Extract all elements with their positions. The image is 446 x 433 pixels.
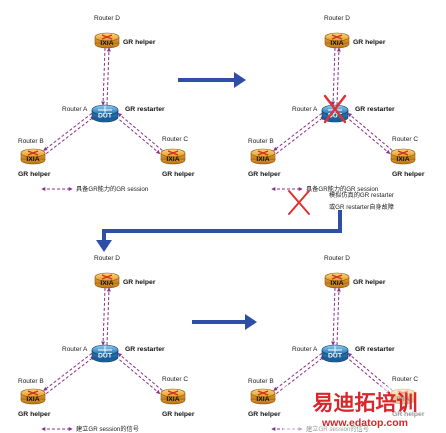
arrow-right-bottom (192, 314, 257, 330)
router-a: DUT (91, 104, 119, 123)
ixia-label: IXIA (166, 396, 179, 403)
dut-label: DUT (328, 113, 343, 120)
router-c-label: Router C (162, 376, 188, 383)
note-line-1: 模拟仿真的GR restarter (329, 191, 394, 199)
gr-helper-c-label: GR helper (392, 171, 425, 178)
router-c: IXIA (390, 148, 416, 165)
router-d-label: Router D (94, 15, 120, 22)
gr-helper-d-label: GR helper (123, 39, 156, 46)
router-d: IXIA (94, 272, 120, 289)
ixia-label: IXIA (100, 280, 113, 287)
router-c-label: Router C (162, 136, 188, 143)
router-c-label: Router C (392, 376, 418, 383)
arrow-right-top (178, 72, 246, 88)
ixia-label: IXIA (396, 156, 409, 163)
gr-helper-d-label: GR helper (353, 39, 386, 46)
legend-text: 具备GR能力的GR session (76, 185, 149, 193)
ixia-label: IXIA (26, 396, 39, 403)
ixia-label: IXIA (100, 40, 113, 47)
gr-helper-d-label: GR helper (123, 279, 156, 286)
legend-text: 建立GR session的信号 (76, 425, 139, 433)
watermark: 易迪拓培训 www.edatop.com (283, 386, 441, 431)
router-b-label: Router B (248, 138, 274, 145)
router-d-label: Router D (324, 255, 350, 262)
gr-restarter-label: GR restarter (355, 106, 395, 113)
router-c: IXIA (160, 148, 186, 165)
router-c-label: Router C (392, 136, 418, 143)
router-d: IXIA (324, 272, 350, 289)
router-a-label: Router A (292, 106, 318, 113)
link-a-d (101, 47, 111, 106)
router-a-label: Router A (62, 346, 88, 353)
note-line-2: 或GR restarter自身故障 (329, 203, 394, 211)
router-b-label: Router B (18, 138, 44, 145)
router-a-label: Router A (292, 346, 318, 353)
gr-helper-d-label: GR helper (353, 279, 386, 286)
dut-label: DUT (98, 113, 113, 120)
router-a-failure-cross (323, 94, 347, 124)
link-a-d (101, 287, 111, 346)
router-d-label: Router D (324, 15, 350, 22)
gr-restarter-label: GR restarter (125, 346, 165, 353)
ixia-label: IXIA (256, 396, 269, 403)
router-d: IXIA (324, 32, 350, 49)
gr-helper-b-label: GR helper (248, 171, 281, 178)
gr-restarter-label: GR restarter (355, 346, 395, 353)
link-a-c (345, 113, 393, 154)
link-a-b (43, 353, 95, 394)
router-b-label: Router B (248, 378, 274, 385)
gr-helper-b-label: GR helper (18, 171, 51, 178)
router-b: IXIA (250, 148, 276, 165)
link-a-c (115, 353, 163, 394)
router-d: IXIA (94, 32, 120, 49)
ixia-label: IXIA (166, 156, 179, 163)
gr-helper-c-label: GR helper (162, 411, 195, 418)
watermark-url: www.edatop.com (321, 417, 408, 429)
gr-helper-b-label: GR helper (248, 411, 281, 418)
router-b-label: Router B (18, 378, 44, 385)
ixia-label: IXIA (330, 280, 343, 287)
dut-label: DUT (98, 353, 113, 360)
router-a: DUT (321, 344, 349, 363)
legend-text: 具备GR能力的GR session (306, 185, 379, 193)
link-a-d (331, 47, 341, 106)
link-a-c (115, 113, 163, 154)
router-a-label: Router A (62, 106, 88, 113)
router-c: IXIA (160, 388, 186, 405)
router-b: IXIA (250, 388, 276, 405)
router-d-label: Router D (94, 255, 120, 262)
link-a-b (43, 113, 95, 154)
ixia-label: IXIA (256, 156, 269, 163)
router-b: IXIA (20, 388, 46, 405)
gr-helper-b-label: GR helper (18, 411, 51, 418)
gr-helper-c-label: GR helper (162, 171, 195, 178)
router-a: DUT (91, 344, 119, 363)
dut-label: DUT (328, 353, 343, 360)
watermark-title: 易迪拓培训 (313, 391, 418, 415)
link-a-b (273, 113, 325, 154)
link-a-d (331, 287, 341, 346)
ixia-label: IXIA (330, 40, 343, 47)
ixia-label: IXIA (26, 156, 39, 163)
arrow-down-left (96, 210, 342, 252)
gr-restarter-label: GR restarter (125, 106, 165, 113)
router-b: IXIA (20, 148, 46, 165)
failure-cross-icon (288, 190, 310, 215)
